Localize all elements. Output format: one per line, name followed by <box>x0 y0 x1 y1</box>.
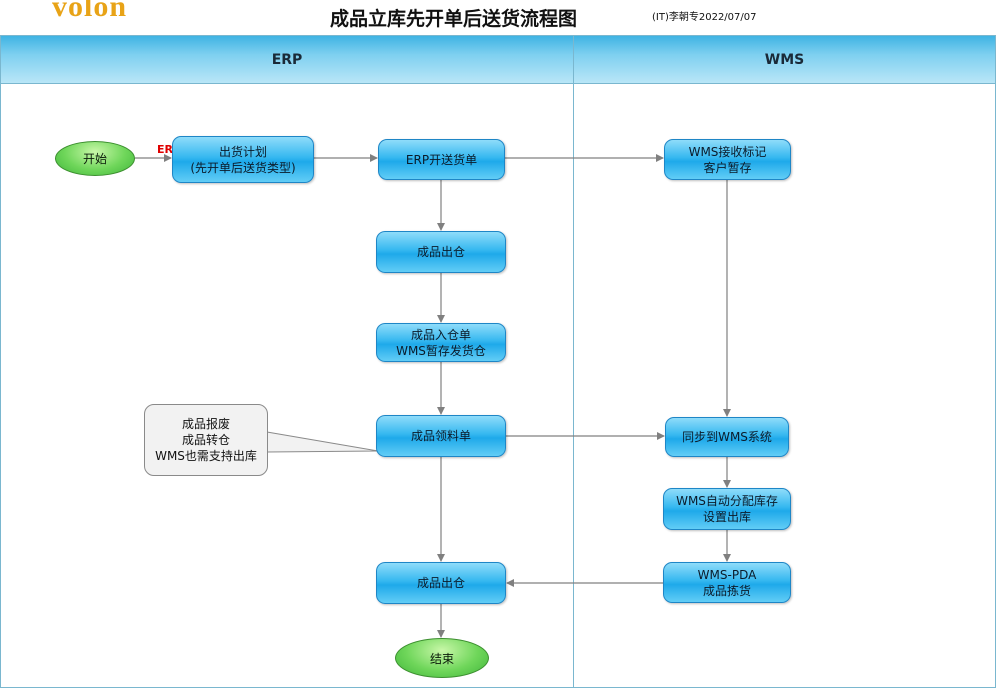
node-fg-requisition: 成品领料单 <box>376 415 506 457</box>
node-sync-wms: 同步到WMS系统 <box>665 417 789 457</box>
node-shipping-plan: 出货计划 (先开单后送货类型) <box>172 136 314 183</box>
node-wms-receive-mark: WMS接收标记 客户暂存 <box>664 139 791 180</box>
lane-divider <box>573 36 574 688</box>
lane-header-divider <box>0 83 996 84</box>
callout-note: 成品报废 成品转仓 WMS也需支持出库 <box>144 404 268 476</box>
node-erp-delivery-order: ERP开送货单 <box>378 139 505 180</box>
company-logo: volon <box>52 0 128 23</box>
node-fg-in-order: 成品入仓单 WMS暂存发货仓 <box>376 323 506 362</box>
author-date-label: (IT)李朝专2022/07/07 <box>652 12 757 23</box>
lane-header-erp: ERP <box>1 36 573 83</box>
swimlane-frame <box>0 35 996 688</box>
node-fg-out-2: 成品出仓 <box>376 562 506 604</box>
node-wms-pda: WMS-PDA 成品拣货 <box>663 562 791 603</box>
start-terminal: 开始 <box>55 141 135 176</box>
end-terminal: 结束 <box>395 638 489 678</box>
lane-header-wms: WMS <box>574 36 995 83</box>
node-fg-out-1: 成品出仓 <box>376 231 506 273</box>
callout-pointer <box>266 431 379 453</box>
node-wms-auto-alloc: WMS自动分配库存 设置出库 <box>663 488 791 530</box>
page-title: 成品立库先开单后送货流程图 <box>330 9 578 30</box>
